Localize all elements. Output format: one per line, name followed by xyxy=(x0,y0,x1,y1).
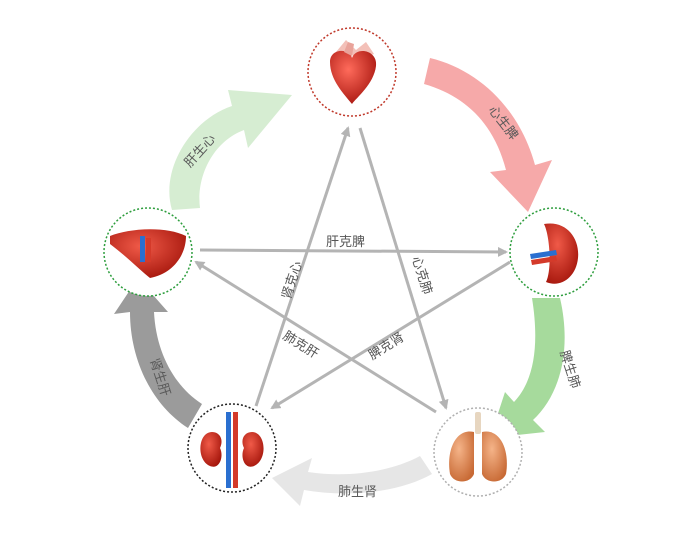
arrow-spleen-lung xyxy=(490,298,565,438)
arrow-lung-kidney xyxy=(272,456,432,506)
lung-icon xyxy=(449,412,507,482)
organ-spleen xyxy=(509,207,599,297)
organ-lung xyxy=(433,407,523,497)
organ-kidney xyxy=(187,403,277,493)
heart-icon xyxy=(330,40,377,104)
label-lung-liver: 肺克肝 xyxy=(280,329,321,362)
arrow-heart-spleen xyxy=(424,58,552,212)
line-liver-spleen xyxy=(199,246,508,257)
line-spleen-kidney xyxy=(270,260,511,410)
label-heart-lung: 心克肺 xyxy=(408,255,434,297)
liver-icon xyxy=(110,229,186,278)
line-heart-lung xyxy=(358,127,449,410)
arrow-kidney-liver xyxy=(114,278,202,428)
star-lines xyxy=(194,126,511,414)
label-liver-spleen: 肝克脾 xyxy=(326,235,365,250)
spleen-icon xyxy=(530,223,579,284)
label-lung-kidney: 肺生肾 xyxy=(338,485,377,500)
line-kidney-heart xyxy=(254,126,351,407)
label-spleen-kidney: 脾克肾 xyxy=(366,330,407,363)
label-kidney-heart: 肾克心 xyxy=(280,259,306,301)
line-lung-liver xyxy=(194,260,437,414)
organ-liver xyxy=(103,207,193,297)
organ-heart xyxy=(307,27,397,117)
kidney-icon xyxy=(200,412,264,488)
arrow-liver-heart xyxy=(169,90,292,210)
